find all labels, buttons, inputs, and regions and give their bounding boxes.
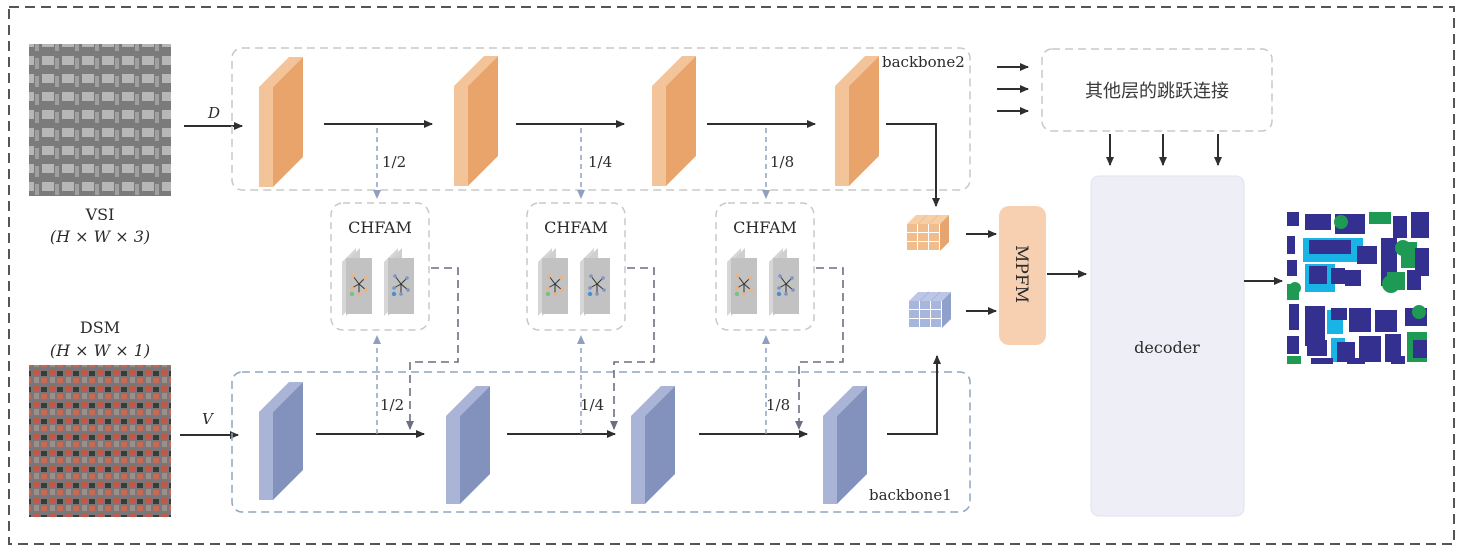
vsi-label: VSI bbox=[85, 205, 115, 224]
scale-label-top-3: 1/8 bbox=[770, 153, 794, 171]
dsm-label: DSM bbox=[80, 318, 120, 337]
segment-region bbox=[1375, 310, 1397, 332]
bottom-to-stack-arrow bbox=[887, 356, 937, 434]
chfam-module-1: CHFAM bbox=[331, 203, 429, 330]
segment-region bbox=[1369, 212, 1391, 224]
segment-region bbox=[1305, 214, 1331, 230]
segment-region bbox=[1349, 308, 1371, 332]
scale-label-bottom-1: 1/2 bbox=[380, 396, 404, 414]
segment-region bbox=[1309, 266, 1327, 284]
graph-node-icon bbox=[546, 292, 550, 296]
tree-region bbox=[1412, 305, 1426, 319]
scale-label-top-2: 1/4 bbox=[588, 153, 612, 171]
segment-region bbox=[1411, 212, 1429, 238]
backbone2-feature-block-1 bbox=[259, 57, 303, 187]
segment-region bbox=[1331, 268, 1345, 284]
backbone1-label: backbone1 bbox=[869, 486, 952, 504]
top-to-stack-arrow bbox=[886, 124, 936, 206]
segment-region bbox=[1287, 260, 1297, 276]
graph-node-icon bbox=[777, 292, 781, 296]
vsi-shape: (H × W × 3) bbox=[50, 227, 150, 246]
chfam-label: CHFAM bbox=[733, 218, 797, 237]
segment-region bbox=[1391, 356, 1405, 364]
backbone2-feature-block-4 bbox=[835, 56, 879, 186]
segment-region bbox=[1309, 240, 1351, 254]
v-label: V bbox=[202, 410, 215, 428]
segment-region bbox=[1357, 246, 1377, 264]
segment-region bbox=[1287, 356, 1301, 364]
dsm-shape: (H × W × 1) bbox=[50, 341, 150, 360]
segment-region bbox=[1407, 270, 1421, 290]
segment-region bbox=[1287, 212, 1299, 226]
chfam-label: CHFAM bbox=[348, 218, 412, 237]
scale-label-bottom-3: 1/8 bbox=[766, 396, 790, 414]
segment-region bbox=[1393, 216, 1407, 238]
graph-node-icon bbox=[735, 292, 739, 296]
vsi-image bbox=[29, 44, 171, 196]
chfam-label: CHFAM bbox=[544, 218, 608, 237]
segment-region bbox=[1331, 308, 1347, 320]
backbone1-feature-block-2 bbox=[446, 386, 490, 504]
backbone2-feature-block-2 bbox=[454, 56, 498, 186]
segment-region bbox=[1289, 304, 1299, 330]
backbone2-label: backbone2 bbox=[882, 53, 965, 71]
backbone2-feature-stack bbox=[907, 215, 949, 251]
tree-region bbox=[1334, 215, 1348, 229]
skip-connections-label: 其他层的跳跃连接 bbox=[1085, 81, 1229, 102]
chfam-output-arrow bbox=[410, 268, 458, 429]
backbone2-feature-block-3 bbox=[652, 56, 696, 186]
segment-region bbox=[1347, 358, 1365, 364]
chfam-module-2: CHFAM bbox=[527, 203, 625, 330]
segment-region bbox=[1311, 358, 1333, 364]
decoder-label: decoder bbox=[1134, 338, 1200, 357]
mpfm-label: MPFM bbox=[1011, 245, 1031, 303]
tree-region bbox=[1289, 282, 1301, 294]
backbone1-feature-block-3 bbox=[631, 386, 675, 504]
dsm-image bbox=[29, 365, 171, 517]
segment-region bbox=[1345, 270, 1361, 286]
chfam-module-3: CHFAM bbox=[716, 203, 814, 330]
d-label: D bbox=[207, 104, 220, 122]
segment-region bbox=[1287, 236, 1295, 254]
graph-node-icon bbox=[392, 292, 396, 296]
segment-region bbox=[1307, 340, 1327, 356]
backbone1-feature-stack bbox=[909, 292, 951, 328]
segment-region bbox=[1287, 336, 1299, 354]
segmentation-output bbox=[1287, 212, 1429, 364]
backbone1-feature-block-4 bbox=[823, 386, 867, 504]
scale-label-bottom-2: 1/4 bbox=[580, 396, 604, 414]
tree-region bbox=[1382, 275, 1400, 293]
scale-label-top-1: 1/2 bbox=[382, 153, 406, 171]
backbone1-feature-block-1 bbox=[259, 382, 303, 500]
graph-node-icon bbox=[588, 292, 592, 296]
graph-node-icon bbox=[350, 292, 354, 296]
tree-region bbox=[1395, 240, 1411, 256]
segment-region bbox=[1413, 340, 1427, 358]
